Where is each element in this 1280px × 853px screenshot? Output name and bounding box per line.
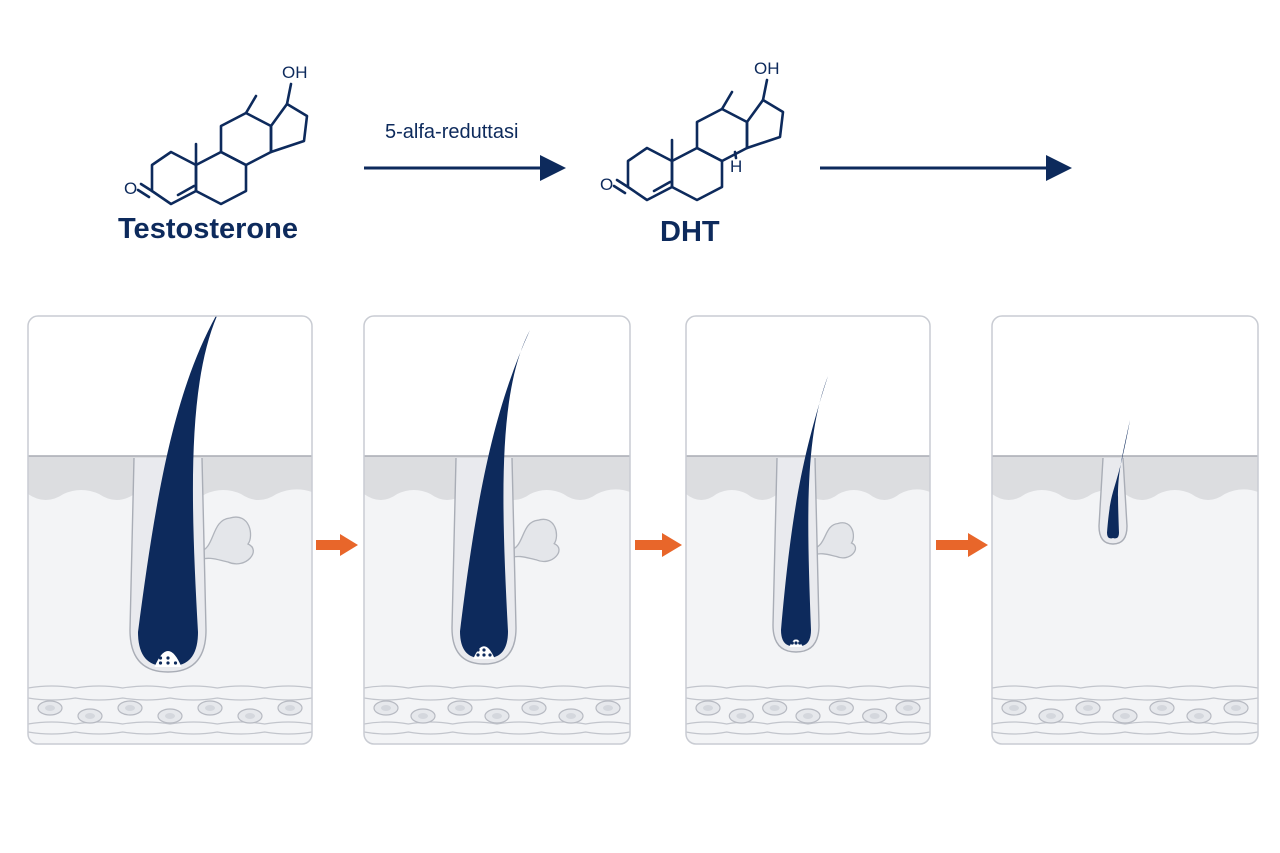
dht-structure xyxy=(612,78,785,202)
dht-oh-label: OH xyxy=(754,59,780,78)
sebaceous-gland xyxy=(197,516,254,565)
stage-arrow-3 xyxy=(936,533,988,557)
dht-label: DHT xyxy=(660,216,720,248)
stage-arrow-2 xyxy=(635,533,682,557)
effect-arrow xyxy=(820,155,1072,181)
stage-arrow-1 xyxy=(316,534,358,556)
panel-border xyxy=(27,315,313,745)
follicle-panel-3 xyxy=(685,315,931,745)
enzyme-label: 5-alfa-reduttasi xyxy=(385,121,519,143)
hair-shaft xyxy=(460,330,530,659)
sebaceous-gland xyxy=(507,518,560,563)
testosterone-ketone-label: O xyxy=(124,179,137,198)
dht-ketone-label: O xyxy=(600,175,613,194)
testosterone-structure xyxy=(136,82,309,206)
follicle-panel-1 xyxy=(27,315,313,745)
follicle-panel-4 xyxy=(991,315,1259,745)
dht-h-label: H xyxy=(730,157,742,176)
hair-shaft xyxy=(1107,420,1130,539)
testosterone-label: Testosterone xyxy=(118,213,298,245)
panel-border xyxy=(991,315,1259,745)
hair-shaft xyxy=(781,376,828,647)
panel-border xyxy=(363,315,631,745)
hair-shaft xyxy=(138,316,242,667)
testosterone-oh-label: OH xyxy=(282,63,308,82)
follicle-panel-2 xyxy=(363,315,631,745)
panel-border xyxy=(685,315,931,745)
reaction-arrow xyxy=(364,155,566,181)
sebaceous-gland xyxy=(810,522,857,559)
epidermis-layer xyxy=(992,456,1258,500)
